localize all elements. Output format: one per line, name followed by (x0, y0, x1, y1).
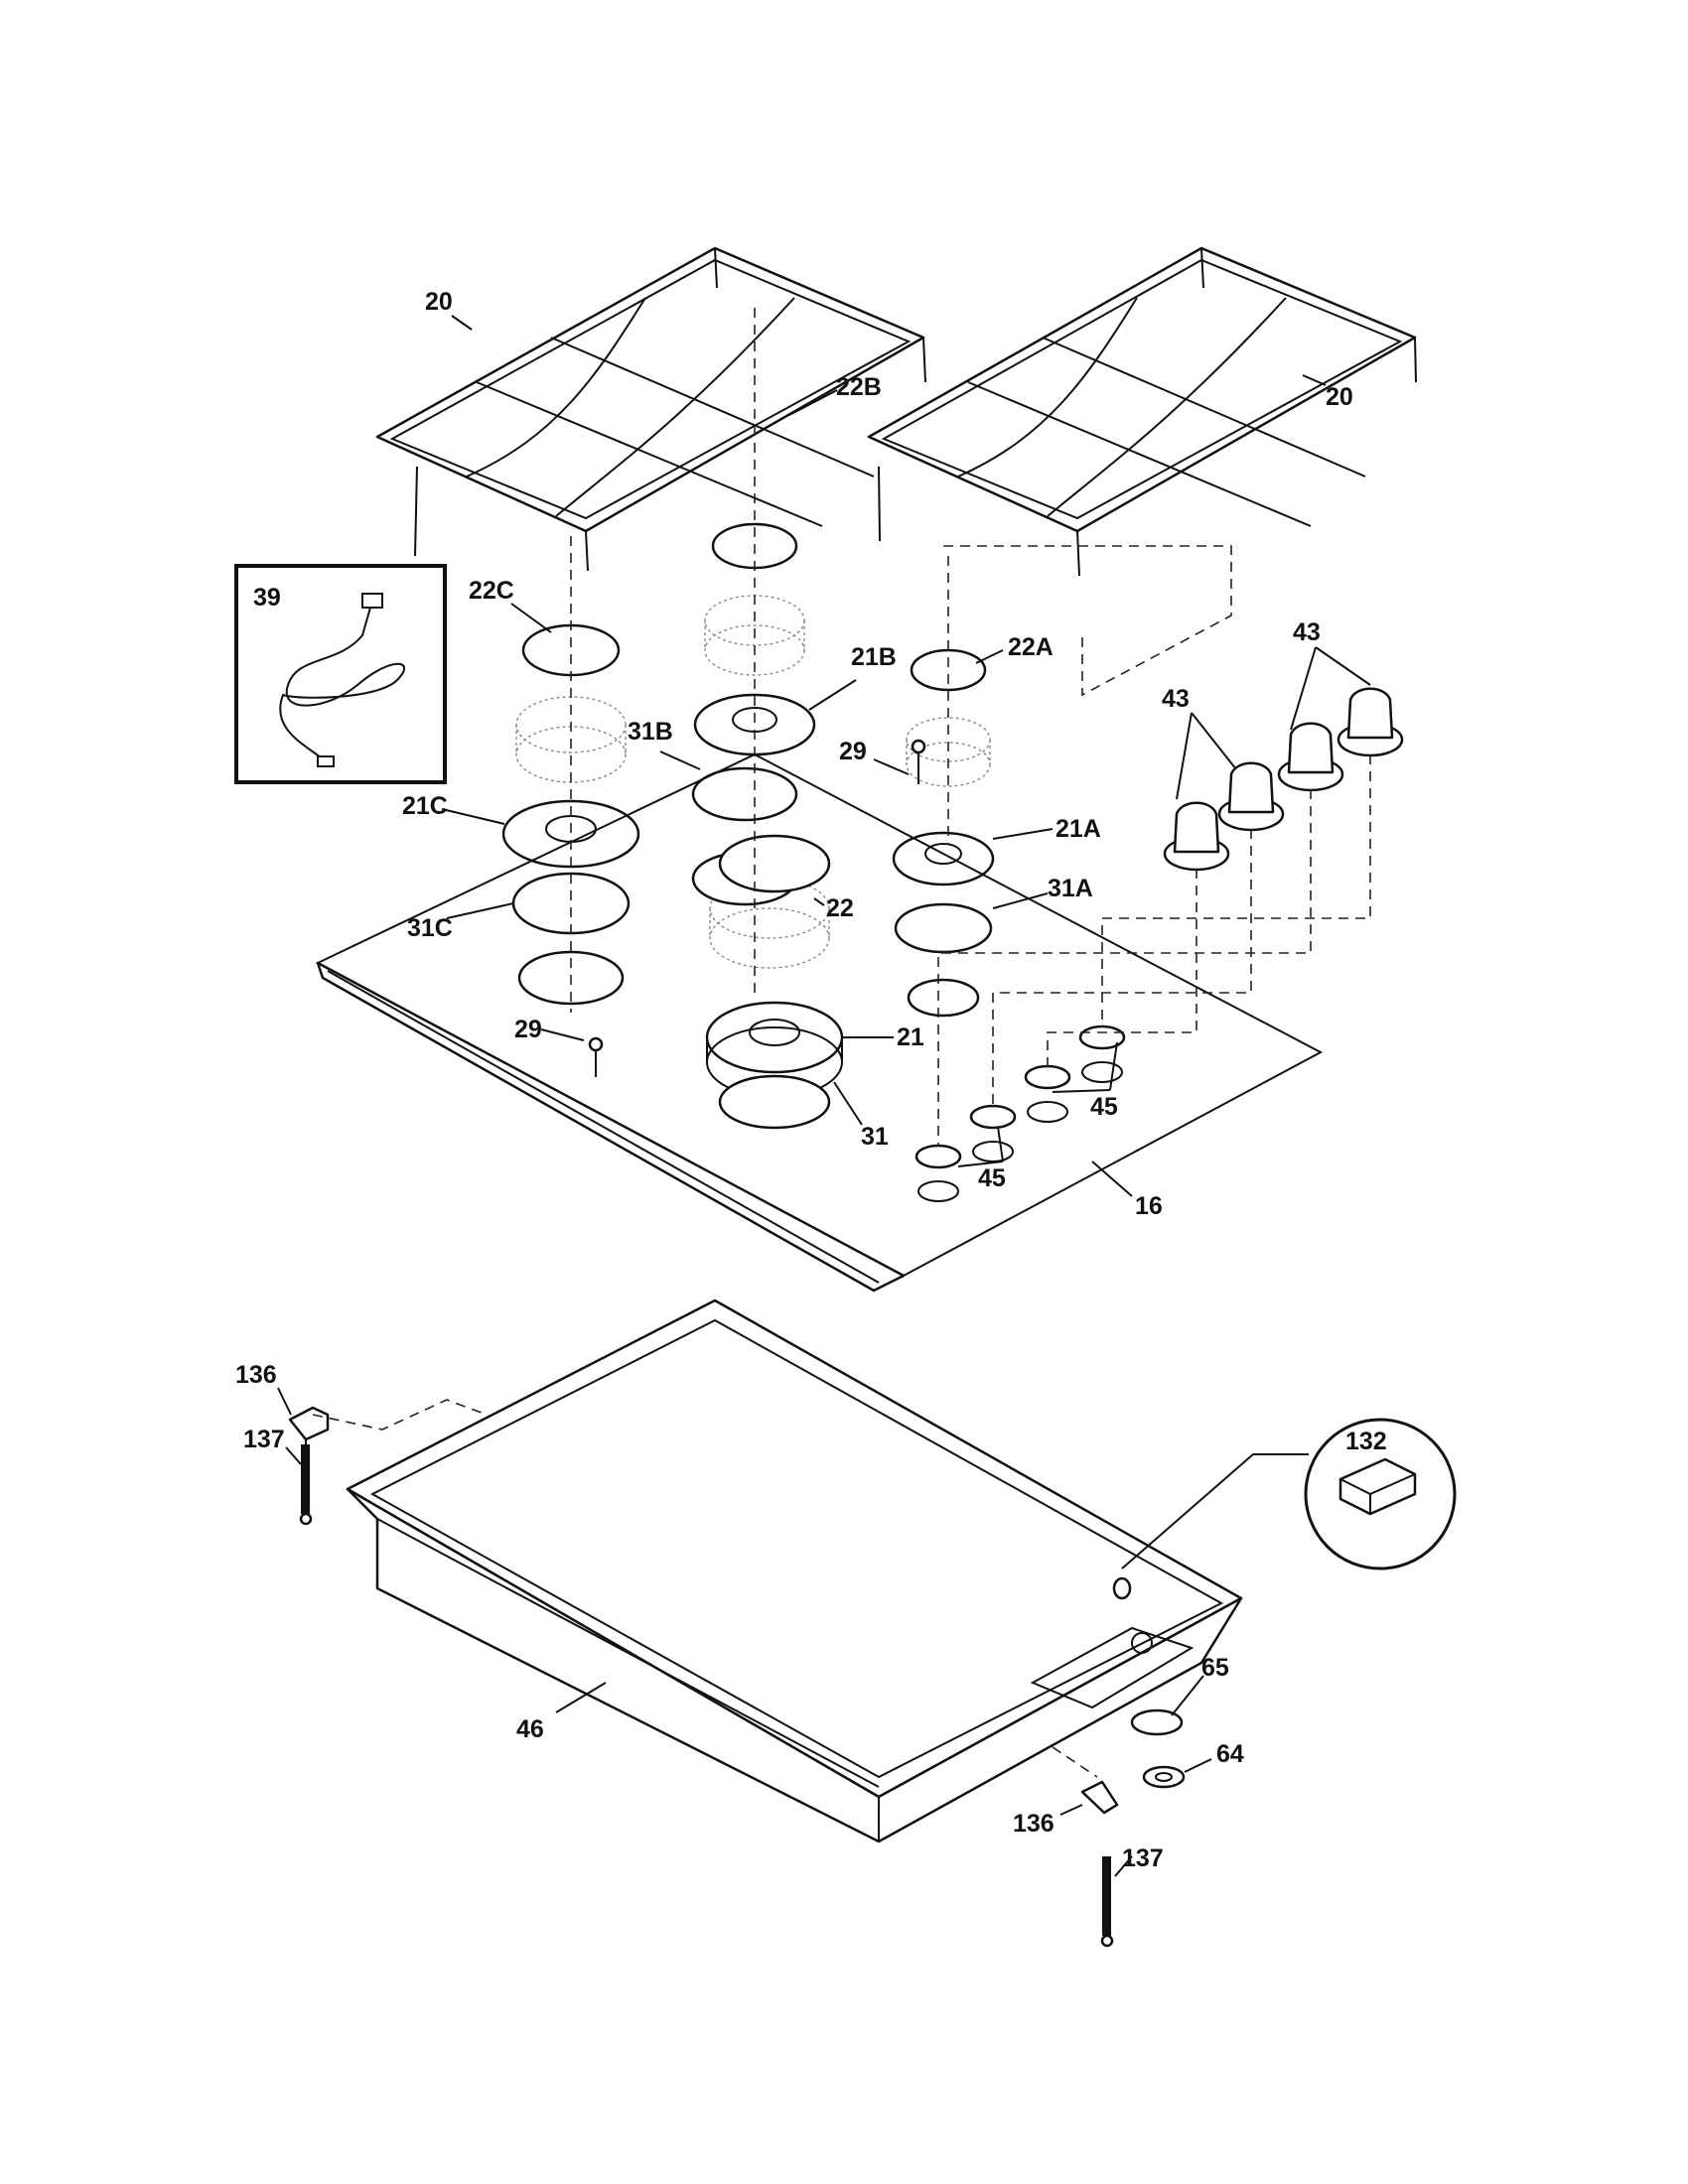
knob-seals (914, 1024, 1126, 1202)
power-cord-box (234, 564, 447, 784)
callout-31: 31 (861, 1123, 889, 1151)
callout-136-bottom: 136 (1013, 1810, 1055, 1838)
callout-31c: 31C (407, 914, 453, 942)
leader-lines (277, 315, 1371, 1877)
callout-132: 132 (1345, 1428, 1387, 1455)
callout-22: 22 (826, 894, 854, 922)
screws-29 (588, 739, 926, 1077)
callout-21c: 21C (402, 792, 448, 820)
callout-31b: 31B (628, 718, 673, 746)
callout-16: 16 (1135, 1192, 1163, 1220)
callout-22b: 22B (836, 373, 882, 401)
callout-43-left: 43 (1162, 685, 1190, 713)
callout-21b: 21B (851, 643, 897, 671)
callout-45-right: 45 (1090, 1093, 1118, 1121)
burner-heads-mesh (515, 595, 991, 969)
callout-31a: 31A (1048, 875, 1093, 902)
callout-29-bottom: 29 (514, 1016, 542, 1043)
callout-137-top: 137 (243, 1426, 285, 1453)
callout-20-left: 20 (425, 288, 453, 316)
callout-46: 46 (516, 1715, 544, 1743)
callout-29-top: 29 (839, 738, 867, 765)
callout-136-top: 136 (235, 1361, 277, 1389)
callout-65: 65 (1201, 1654, 1229, 1682)
cooktop-top (315, 752, 1324, 1293)
callout-21: 21 (897, 1024, 924, 1051)
callout-137-bottom: 137 (1122, 1844, 1164, 1872)
burner-rings (511, 766, 993, 1130)
callout-22c: 22C (469, 577, 514, 605)
callout-64: 64 (1216, 1740, 1244, 1768)
callout-39: 39 (253, 584, 281, 612)
callout-21a: 21A (1055, 815, 1101, 843)
callout-22a: 22A (1008, 633, 1054, 661)
control-knobs (1163, 687, 1404, 872)
burner-box (346, 1298, 1243, 1843)
callout-labels: 20 20 22B 39 22C 22A 43 43 21B 31B 29 21… (235, 288, 1387, 1872)
grate-left (375, 246, 926, 572)
callout-45-left: 45 (978, 1164, 1006, 1192)
callout-20-right: 20 (1326, 383, 1353, 411)
hardware (288, 1406, 1186, 1948)
alignment-lines (312, 308, 1371, 1778)
detail-132 (1304, 1418, 1457, 1570)
callout-43-top: 43 (1293, 618, 1321, 646)
grate-right (867, 246, 1417, 577)
burner-22c-cap (521, 623, 621, 677)
